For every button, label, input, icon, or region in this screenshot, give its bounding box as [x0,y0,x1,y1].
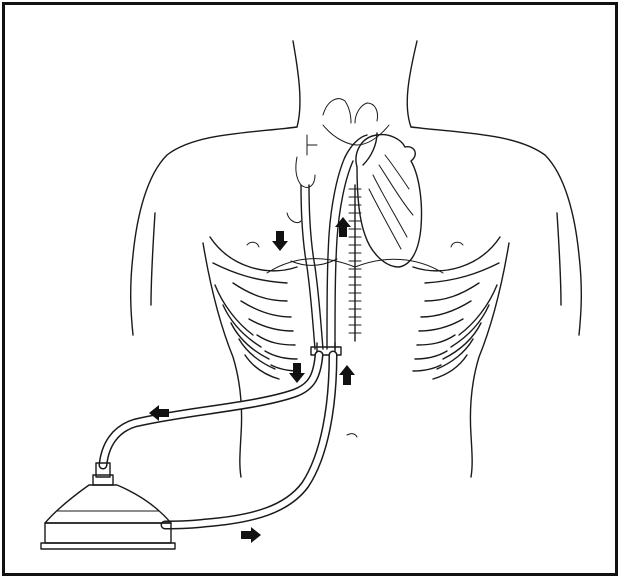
pump-reservoir [41,463,175,549]
heart [345,133,422,267]
rib-cage-left [213,263,299,379]
arrow-down-icon [272,231,288,251]
arrow-down-icon [289,363,305,383]
illustration [5,5,615,573]
rib-cage-right [413,263,499,379]
arrow-right-icon [241,527,261,543]
figure-frame [2,2,618,576]
cannulae [287,157,353,359]
venous-drain-line [103,355,319,465]
flow-arrows [149,217,355,543]
arrow-up-icon [339,365,355,385]
